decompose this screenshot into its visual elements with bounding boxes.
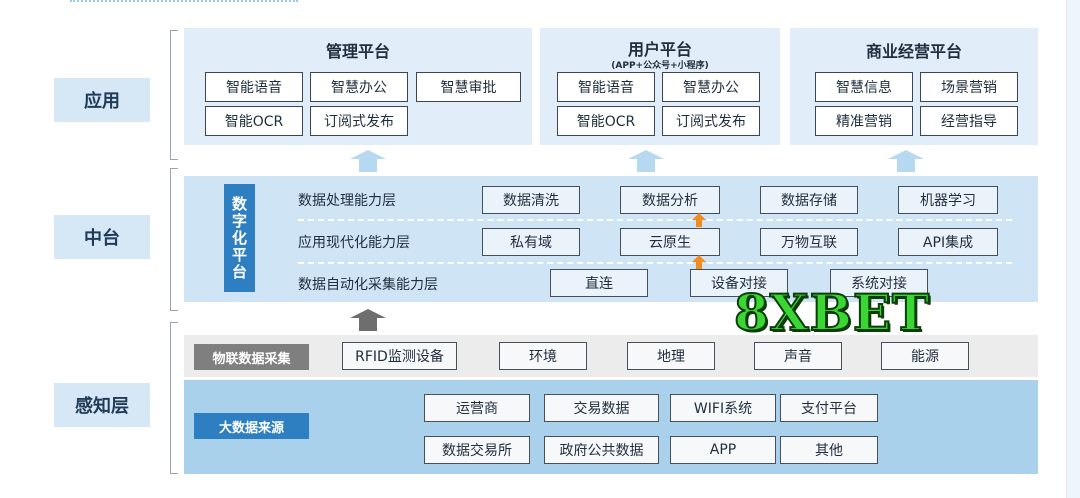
chip-item: 场景营销 (920, 72, 1018, 102)
chip-item: 环境 (499, 342, 587, 370)
panel-title: 用户平台 (627, 40, 692, 59)
watermark-logo: 8XBET (733, 283, 931, 342)
panel-title: 商业经营平台 (865, 42, 962, 61)
chip-item: 智慧审批 (416, 72, 521, 102)
tag-char: 平 (231, 245, 247, 264)
up-arrow-icon (350, 150, 386, 172)
chip-item: 云原生 (620, 228, 720, 256)
up-arrow-icon (692, 255, 706, 269)
layer-label-perception: 感知层 (54, 383, 150, 427)
panel-digital-platform: 数 字 化 平 台 数据处理能力层 数据清洗 数据分析 数据存储 机器学习 应用… (184, 176, 1038, 302)
chip-item: API集成 (898, 228, 998, 256)
panel-user-platform: 用户平台 (APP+公众号+小程序) 智能语音 智慧办公 智能OCR 订阅式发布 (540, 28, 780, 145)
layer-label-middle: 中台 (54, 215, 150, 259)
row-label: 数据自动化采集能力层 (298, 277, 438, 293)
chip-item: 智能OCR (205, 106, 303, 136)
up-arrow-icon (692, 213, 706, 227)
chip-item: 地理 (627, 342, 715, 370)
chip-item: RFID监测设备 (342, 342, 457, 370)
chip-item: 设备对接 (690, 269, 788, 297)
chip-item: 私有域 (482, 228, 580, 256)
panel-subtitle: (APP+公众号+小程序) (611, 61, 709, 71)
top-dotted-line (70, 0, 298, 2)
tag-char: 数 (231, 194, 247, 213)
tag-char: 化 (231, 228, 247, 247)
panel-management-platform: 管理平台 智能语音 智慧办公 智慧审批 智能OCR 订阅式发布 (184, 28, 532, 145)
row-label: 应用现代化能力层 (298, 235, 410, 251)
chip-item: 智慧办公 (310, 72, 408, 102)
row-divider (298, 262, 1012, 264)
up-arrow-icon (628, 150, 664, 172)
chip-item: 系统对接 (830, 269, 928, 297)
chip-item: 数据分析 (620, 186, 720, 214)
bracket-middle (170, 168, 178, 311)
chip-item: APP (670, 436, 776, 464)
chip-item: 智慧办公 (662, 72, 760, 102)
chip-item: 交易数据 (544, 394, 659, 422)
chip-item: 精准营销 (815, 106, 913, 136)
chip-item: 直连 (550, 269, 648, 297)
chip-item: 数据交易所 (424, 436, 530, 464)
bigdata-tag: 大数据来源 (194, 413, 309, 439)
panel-bigdata: 大数据来源 运营商 交易数据 WIFI系统 支付平台 数据交易所 政府公共数据 … (184, 380, 1038, 474)
chip-item: 政府公共数据 (544, 436, 659, 464)
chip-item: WIFI系统 (670, 394, 776, 422)
panel-iot: 物联数据采集 RFID监测设备 环境 地理 声音 能源 (184, 335, 1038, 377)
chip-item: 智慧信息 (815, 72, 913, 102)
chip-item: 机器学习 (898, 186, 998, 214)
chip-item: 智能语音 (557, 72, 655, 102)
iot-tag: 物联数据采集 (194, 344, 309, 370)
chip-item: 智能OCR (557, 106, 655, 136)
row-label: 数据处理能力层 (298, 193, 396, 209)
up-arrow-icon (888, 150, 924, 172)
layer-label-application: 应用 (54, 78, 150, 122)
chip-item: 数据清洗 (482, 186, 580, 214)
panel-title: 管理平台 (325, 42, 390, 61)
chip-item: 订阅式发布 (310, 106, 408, 136)
chip-item: 经营指导 (920, 106, 1018, 136)
panel-business-platform: 商业经营平台 智慧信息 场景营销 精准营销 经营指导 (790, 28, 1038, 145)
bracket-perception (170, 322, 178, 474)
up-arrow-icon (350, 309, 386, 331)
digital-platform-tag: 数 字 化 平 台 (224, 184, 255, 292)
bracket-application (170, 30, 178, 160)
chip-item: 数据存储 (760, 186, 858, 214)
tag-char: 字 (231, 211, 247, 230)
row-divider (298, 219, 1012, 221)
chip-item: 万物互联 (760, 228, 858, 256)
chip-item: 声音 (754, 342, 842, 370)
chip-item: 智能语音 (205, 72, 303, 102)
chip-item: 运营商 (424, 394, 530, 422)
page-right-edge (1066, 0, 1080, 498)
chip-item: 其他 (780, 436, 878, 464)
chip-item: 支付平台 (780, 394, 878, 422)
chip-item: 订阅式发布 (662, 106, 760, 136)
chip-item: 能源 (881, 342, 969, 370)
tag-char: 台 (231, 262, 247, 281)
